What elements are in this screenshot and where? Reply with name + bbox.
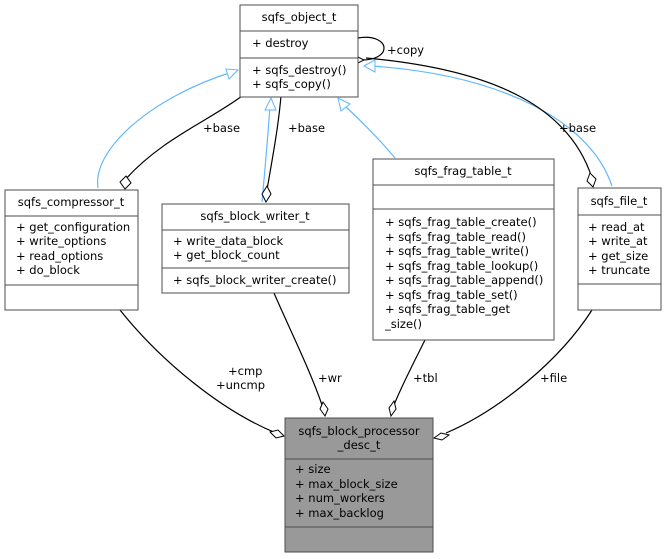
attribute: + read_at <box>588 220 645 234</box>
edge-label-base-file: +base <box>559 121 596 135</box>
compressor-inherit-arrow <box>225 68 240 80</box>
edge-file-base <box>365 57 593 179</box>
edge-label-copy: +copy <box>387 43 424 57</box>
attribute: + get_configuration <box>16 220 130 234</box>
edge-label-tbl: +tbl <box>413 371 438 385</box>
method: + sqfs_frag_table_write() <box>385 244 529 258</box>
class-name: sqfs_block_writer_t <box>200 209 310 223</box>
method: + sqfs_destroy() <box>252 63 347 77</box>
attribute: + size <box>295 462 331 476</box>
compressor-base-diamond <box>119 175 132 190</box>
method: + sqfs_frag_table_get <box>385 302 510 316</box>
edge-file-inherits-object <box>371 65 613 187</box>
attribute: + do_block <box>16 263 80 277</box>
method: + sqfs_frag_table_set() <box>385 288 518 302</box>
class-sqfs-compressor-t[interactable]: sqfs_compressor_t + get_configuration + … <box>4 189 139 311</box>
edge-processor-compressor <box>119 309 277 434</box>
class-name: sqfs_frag_table_t <box>414 164 512 178</box>
class-name: sqfs_compressor_t <box>18 195 125 209</box>
edge-label-file: +file <box>540 371 567 385</box>
edge-label-base-block-writer: +base <box>288 121 325 135</box>
edges: +copy +base +base +base +cmp +uncmp <box>97 36 613 441</box>
attribute: + max_backlog <box>295 506 384 520</box>
edge-label-base-compressor: +base <box>203 121 240 135</box>
edge-processor-file <box>445 309 593 434</box>
class-name-line2: _desc_t <box>337 438 381 452</box>
class-sqfs-object-t[interactable]: sqfs_object_t + destroy + sqfs_destroy()… <box>239 4 359 98</box>
method: + sqfs_frag_table_append() <box>385 273 543 287</box>
edge-label-cmp: +cmp <box>228 364 262 378</box>
edge-object-copy <box>357 36 385 61</box>
cmp-diamond <box>269 429 285 439</box>
class-sqfs-frag-table-t[interactable]: sqfs_frag_table_t + sqfs_frag_table_crea… <box>372 158 555 341</box>
attribute: + truncate <box>588 263 650 277</box>
file-base-diamond <box>586 172 597 188</box>
method: + sqfs_block_writer_create() <box>173 273 337 287</box>
class-name: sqfs_file_t <box>591 194 648 208</box>
method: + sqfs_copy() <box>252 77 331 91</box>
blockwriter-base-diamond <box>261 184 272 204</box>
method: + sqfs_frag_table_read() <box>385 230 526 244</box>
method: _size() <box>384 317 422 331</box>
class-name: sqfs_object_t <box>262 10 337 24</box>
class-sqfs-block-processor-desc-t[interactable]: sqfs_block_processor _desc_t + size + ma… <box>284 417 434 553</box>
class-name-line1: sqfs_block_processor <box>298 424 420 438</box>
fragtable-inherit-arrow <box>337 97 351 112</box>
blockwriter-inherit-arrow <box>264 96 277 111</box>
edge-processor-fragtable <box>393 339 426 406</box>
file-diamond <box>432 432 451 441</box>
wr-diamond <box>319 400 329 418</box>
edge-fragtable-inherits-object <box>344 105 396 159</box>
attribute: + get_size <box>588 249 648 263</box>
edge-processor-blockwriter <box>273 292 323 406</box>
attribute: + write_options <box>16 234 106 248</box>
method: + sqfs_frag_table_lookup() <box>385 259 538 273</box>
attribute: + write_at <box>588 234 648 248</box>
attribute: + max_block_size <box>295 477 398 491</box>
method: + sqfs_frag_table_create() <box>385 215 537 229</box>
class-sqfs-block-writer-t[interactable]: sqfs_block_writer_t + write_data_block +… <box>161 203 350 294</box>
file-inherit-arrow <box>362 59 376 73</box>
attribute: + write_data_block <box>173 234 283 248</box>
tbl-diamond <box>388 399 397 418</box>
attribute: + get_block_count <box>173 248 280 262</box>
edge-label-wr: +wr <box>318 371 342 385</box>
attribute: + read_options <box>16 249 103 263</box>
edge-blockwriter-base <box>266 95 282 191</box>
edge-label-uncmp: +uncmp <box>216 378 265 392</box>
edge-compressor-inherits-object <box>97 71 233 189</box>
class-sqfs-file-t[interactable]: sqfs_file_t + read_at + write_at + get_s… <box>577 187 662 311</box>
edge-compressor-base <box>124 95 243 181</box>
attribute: + num_workers <box>295 491 385 505</box>
attribute: + destroy <box>252 36 309 50</box>
